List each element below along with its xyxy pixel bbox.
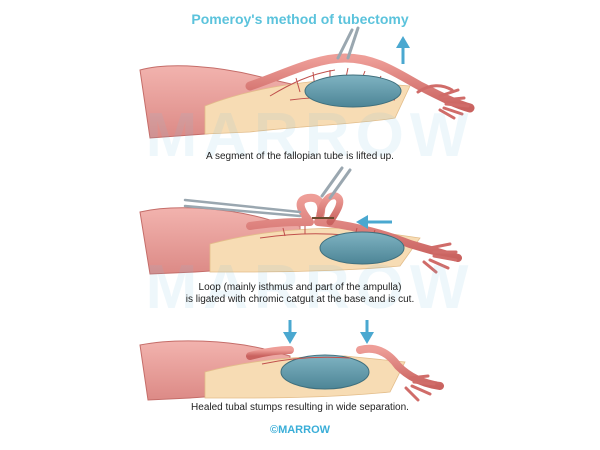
- fimbriae-3: [404, 374, 436, 402]
- ovary-2: [319, 231, 405, 265]
- stump-arrow-right: [360, 320, 374, 344]
- caption-step-3: Healed tubal stumps resulting in wide se…: [191, 402, 409, 413]
- caption-step-1: A segment of the fallopian tube is lifte…: [206, 151, 394, 162]
- fimbriae-1: [416, 84, 470, 120]
- panel-3-healed-stumps: [139, 320, 444, 402]
- fimbriae-2: [422, 242, 458, 274]
- proximal-stump: [246, 346, 294, 360]
- ovary-1: [304, 74, 402, 108]
- ovary-3: [280, 354, 370, 390]
- copyright-symbol: ©: [269, 424, 279, 436]
- forceps-1: [336, 26, 360, 60]
- panel-2-loop-ligated: [139, 166, 462, 275]
- marrow-logo: ©MARROW: [0, 424, 600, 436]
- cut-arrow: [356, 215, 392, 229]
- logo-text: MARROW: [278, 424, 331, 436]
- caption-step-2: Loop (mainly isthmus and part of the amp…: [0, 282, 600, 306]
- vessels-3: [261, 356, 351, 365]
- tube-loop-2: [316, 192, 344, 226]
- caption-step-2-line-2: is ligated with chromic catgut at the ba…: [185, 294, 415, 305]
- stump-arrow-left: [283, 320, 297, 344]
- caption-step-2-line-1: Loop (mainly isthmus and part of the amp…: [198, 282, 402, 293]
- scissors-instrument: [183, 198, 302, 218]
- lift-arrow: [396, 36, 410, 64]
- panel-1-tube-lifted: [139, 26, 475, 139]
- figure-title: Pomeroy's method of tubectomy: [191, 11, 409, 27]
- forceps-2: [320, 166, 352, 200]
